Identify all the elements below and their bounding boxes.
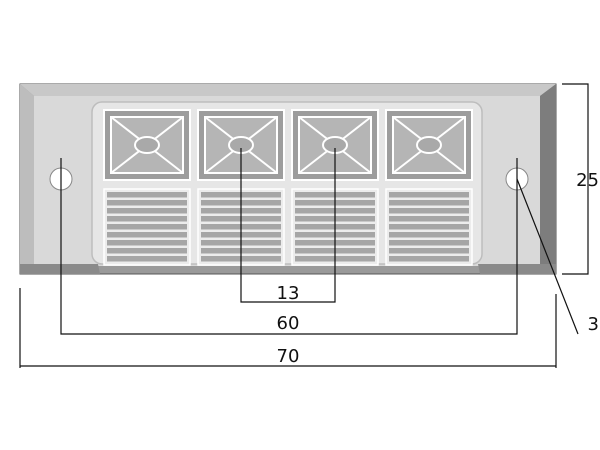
grille-bar: [389, 208, 469, 214]
grille-bar: [389, 232, 469, 238]
grille-cell: [385, 188, 473, 266]
lamp-housing: [19, 83, 557, 275]
grille-bar: [389, 224, 469, 230]
lamp-cells: [103, 109, 473, 181]
dim-60-line: [60, 158, 518, 335]
lamp-cell: [197, 109, 285, 181]
grille-bar: [107, 232, 187, 238]
grille-bar: [107, 208, 187, 214]
grille-bar: [107, 216, 187, 222]
dim-13-line: [240, 148, 336, 303]
grille-bar: [389, 240, 469, 246]
grille-bar: [389, 192, 469, 198]
lamp-cell: [103, 109, 191, 181]
dim-70-label: 70: [277, 346, 300, 367]
dim-3-label: 3: [588, 314, 599, 335]
dim-60-label: 60: [277, 313, 300, 334]
dim-25-line: [562, 83, 589, 275]
lamp-cell-bulb: [416, 136, 442, 154]
grille-bar: [107, 192, 187, 198]
grille-bar: [389, 200, 469, 206]
grille-bar: [107, 224, 187, 230]
grille-cell: [103, 188, 191, 266]
housing-left-bevel: [20, 84, 34, 274]
dim-3-leader: [516, 178, 579, 335]
grille-bar: [389, 256, 469, 262]
grille-bar: [107, 256, 187, 262]
housing-top-bevel: [20, 84, 556, 96]
grille-bar: [389, 248, 469, 254]
grille-bar: [107, 248, 187, 254]
grille-bar: [107, 240, 187, 246]
dim-13-label: 13: [277, 283, 300, 304]
left-foot: [20, 264, 100, 274]
housing-right-bevel: [540, 84, 556, 274]
dimension-lines: [19, 83, 589, 368]
grille-bar: [107, 200, 187, 206]
grille-bar: [389, 216, 469, 222]
dim-25-label: 25: [576, 170, 599, 191]
lamp-cell-bulb: [134, 136, 160, 154]
lamp-cell: [385, 109, 473, 181]
